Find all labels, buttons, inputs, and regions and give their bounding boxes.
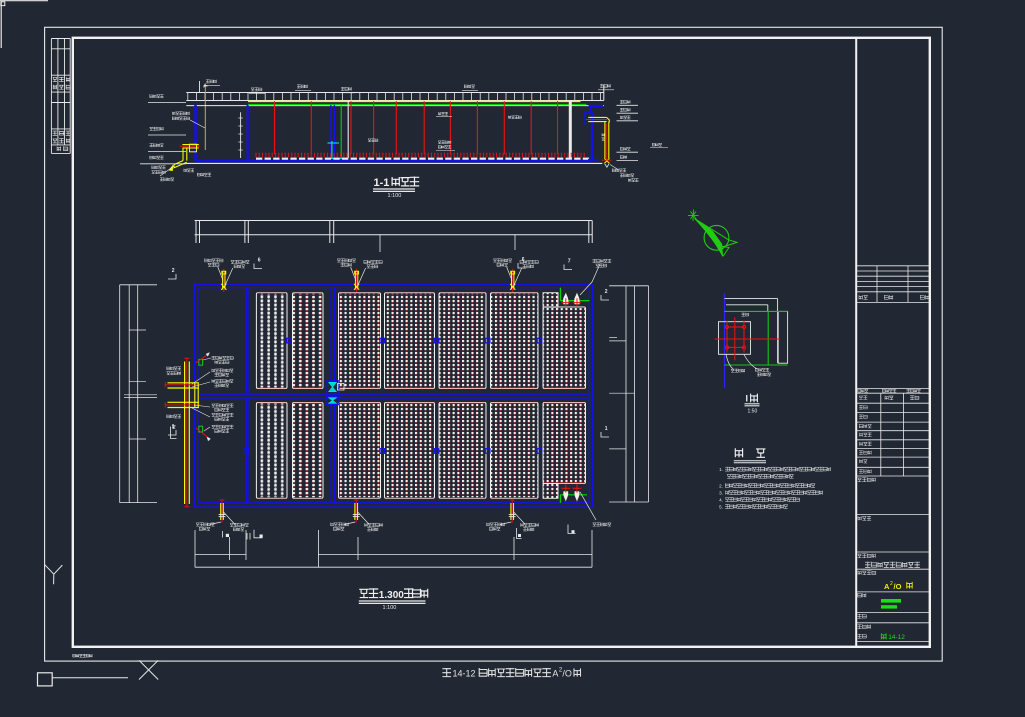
svg-text:/O: /O: [562, 668, 572, 678]
svg-text:14-12: 14-12: [888, 634, 905, 641]
svg-text:1.300: 1.300: [379, 590, 404, 601]
svg-text:6: 6: [522, 257, 525, 263]
svg-text:/O: /O: [894, 582, 902, 591]
svg-text:1.: 1.: [719, 467, 723, 472]
svg-text:6: 6: [258, 258, 261, 264]
svg-text:A: A: [552, 668, 558, 678]
svg-text:3.: 3.: [719, 491, 723, 496]
svg-text:2: 2: [605, 289, 608, 295]
svg-text:A: A: [884, 582, 890, 591]
svg-text:1-1: 1-1: [374, 177, 390, 189]
svg-text:2: 2: [172, 268, 175, 274]
svg-text:2: 2: [559, 667, 563, 673]
svg-text:1:100: 1:100: [383, 605, 397, 611]
svg-text:7: 7: [568, 259, 571, 265]
svg-text:5.: 5.: [719, 505, 723, 510]
svg-text:1:100: 1:100: [388, 193, 402, 199]
svg-text:1:50: 1:50: [748, 409, 758, 415]
svg-text:1: 1: [172, 424, 175, 430]
svg-text:14-12: 14-12: [453, 668, 476, 678]
svg-text:2.: 2.: [719, 484, 723, 489]
svg-text:2: 2: [890, 581, 893, 587]
svg-text:I: I: [746, 394, 749, 404]
svg-text:1: 1: [605, 426, 608, 432]
svg-text:4.: 4.: [719, 498, 723, 503]
